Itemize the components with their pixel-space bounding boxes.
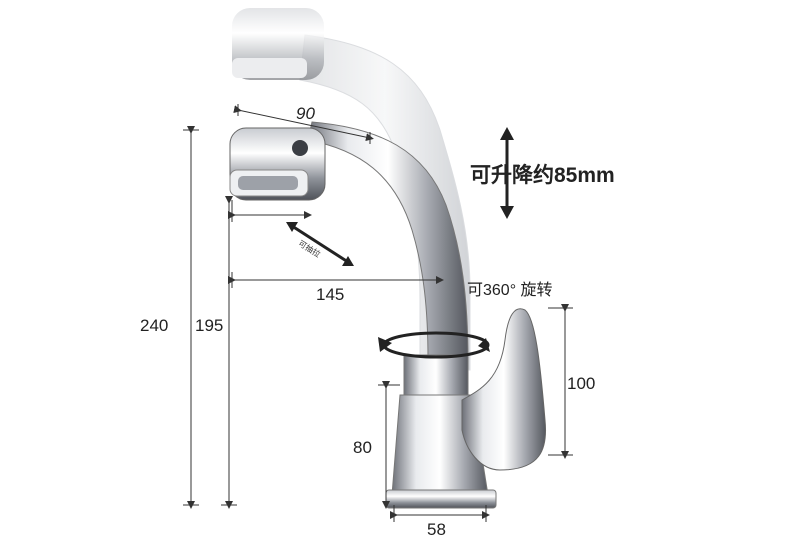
spray-head <box>229 127 326 201</box>
reach-dimension: 145 <box>316 285 345 304</box>
lever-handle <box>461 308 547 471</box>
spout-head-dimension: 90 <box>296 104 315 123</box>
handle-height-dimension: 100 <box>567 374 596 393</box>
lift-annotation: 可升降约85mm <box>470 164 615 187</box>
base-width-dimension: 58 <box>427 520 446 539</box>
dim-line-spout-head <box>233 105 374 142</box>
lift-arrow-icon <box>500 127 514 219</box>
pull-out-arrow-icon <box>286 222 354 266</box>
swivel-annotation: 可360° 旋转 <box>467 282 553 299</box>
total-height-dimension: 240 <box>140 316 169 335</box>
body-height-dimension: 80 <box>353 438 372 457</box>
swivel-arrow-icon <box>378 331 490 359</box>
outlet-height-dimension: 195 <box>195 316 224 335</box>
